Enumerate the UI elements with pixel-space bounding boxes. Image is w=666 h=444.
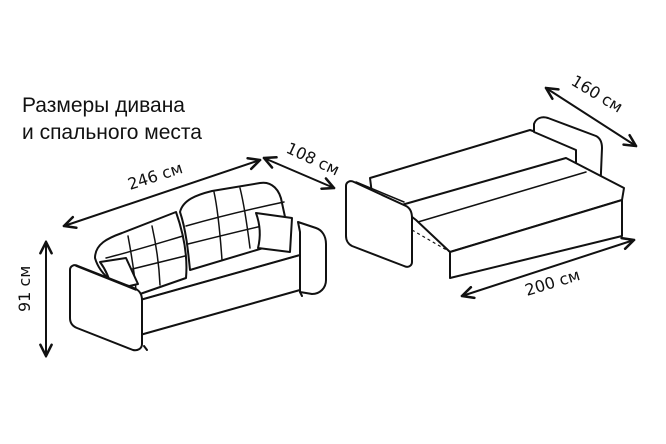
- dimension-line-bed-width: [546, 88, 636, 146]
- label-bed-length: 200 см: [523, 265, 583, 300]
- sofa-armrest-right: [297, 221, 327, 295]
- bed-mattress-fold: [417, 171, 587, 223]
- sofa-bed-drawing: [345, 116, 625, 279]
- sofa-armrest-left: [69, 264, 143, 352]
- sofa-foot: [143, 291, 303, 351]
- sofa-seat-edge: [139, 254, 301, 301]
- dimension-line-depth: [264, 158, 334, 188]
- throw-pillow-right: [255, 212, 293, 253]
- bed-hidden-edge: [411, 229, 451, 253]
- cushion-seam-left: [105, 225, 186, 291]
- bed-armrest-left: [345, 180, 413, 268]
- label-sofa-depth: 108 см: [283, 138, 342, 179]
- dimension-line-length: [64, 160, 260, 226]
- label-bed-width: 160 см: [568, 71, 626, 116]
- armrest-top-edge: [75, 265, 137, 291]
- label-sofa-height: 91 см: [15, 266, 34, 312]
- diagram-title-line-1: Размеры дивана: [22, 94, 185, 117]
- diagram-title-line-2: и спального места: [22, 121, 202, 144]
- bed-armrest-top: [355, 181, 405, 203]
- dimension-line-bed-length: [462, 240, 634, 296]
- sofa-folded-drawing: [69, 181, 327, 352]
